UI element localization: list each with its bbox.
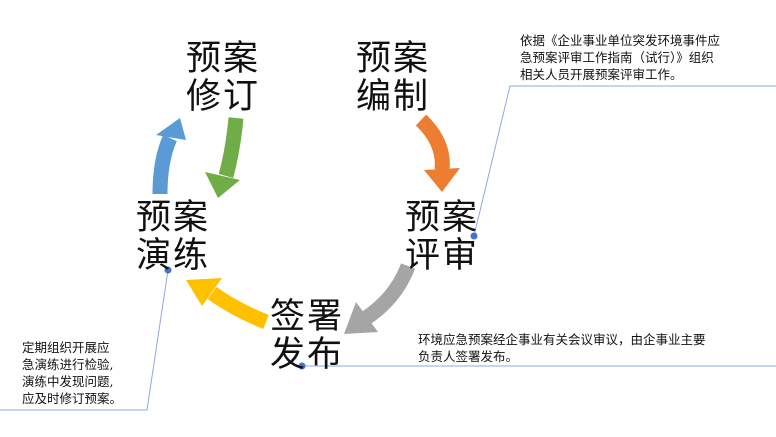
stage-review: 预案 评审 (405, 199, 479, 275)
note-drill: 定期组织开展应 急演练进行检验, 演练中发现问题, 应及时修订预案。 (22, 339, 122, 407)
stage-drill-line2: 演练 (136, 236, 211, 276)
note-drill-line1: 定期组织开展应 (22, 340, 110, 355)
note-review: 依据《企业事业单位突发环境事件应 急预案评审工作指南（试行）》组织 相关人员开展… (520, 32, 720, 83)
stage-compile-line2: 编制 (356, 77, 431, 117)
arrow-review-to-sign (344, 263, 416, 334)
arrow-drill-to-revise (152, 118, 186, 195)
note-review-line1: 依据《企业事业单位突发环境事件应 (520, 33, 721, 48)
note-sign-line1: 环境应急预案经企事业有关会议审议，由企事业主要 (418, 332, 706, 347)
note-drill-line3: 演练中发现问题, (22, 374, 114, 389)
callout-dot-drill (164, 266, 172, 274)
note-review-line3: 相关人员开展预案评审工作。 (520, 67, 683, 82)
stage-sign-line2: 发布 (270, 335, 345, 375)
callout-line-drill (0, 269, 169, 411)
stage-review-line1: 预案 (405, 198, 480, 238)
stage-drill-line1: 预案 (136, 198, 211, 238)
callout-dot-sign (298, 362, 306, 370)
note-sign: 环境应急预案经企事业有关会议审议，由企事业主要 负责人签署发布。 (418, 331, 706, 365)
stage-sign-line1: 签署 (270, 297, 345, 337)
stage-compile: 预案 编制 (356, 40, 430, 116)
stage-revise-line1: 预案 (186, 39, 261, 79)
arrow-revise-to-drill (205, 117, 244, 198)
stage-revise: 预案 修订 (186, 40, 260, 116)
stage-revise-line2: 修订 (186, 77, 261, 117)
note-drill-line4: 应及时修订预案。 (22, 391, 123, 406)
stage-drill: 预案 演练 (136, 199, 210, 275)
note-sign-line2: 负责人签署发布。 (418, 349, 519, 364)
stage-review-line2: 评审 (405, 236, 480, 276)
note-review-line2: 急预案评审工作指南（试行）》组织 (520, 50, 714, 65)
stage-sign: 签署 发布 (270, 298, 344, 374)
arrow-compile-to-review (415, 114, 460, 192)
note-drill-line2: 急演练进行检验, (22, 357, 114, 372)
arrow-sign-to-drill (186, 278, 269, 329)
callout-line-review (473, 85, 776, 237)
callout-dot-review (470, 232, 478, 240)
stage-compile-line1: 预案 (356, 39, 431, 79)
